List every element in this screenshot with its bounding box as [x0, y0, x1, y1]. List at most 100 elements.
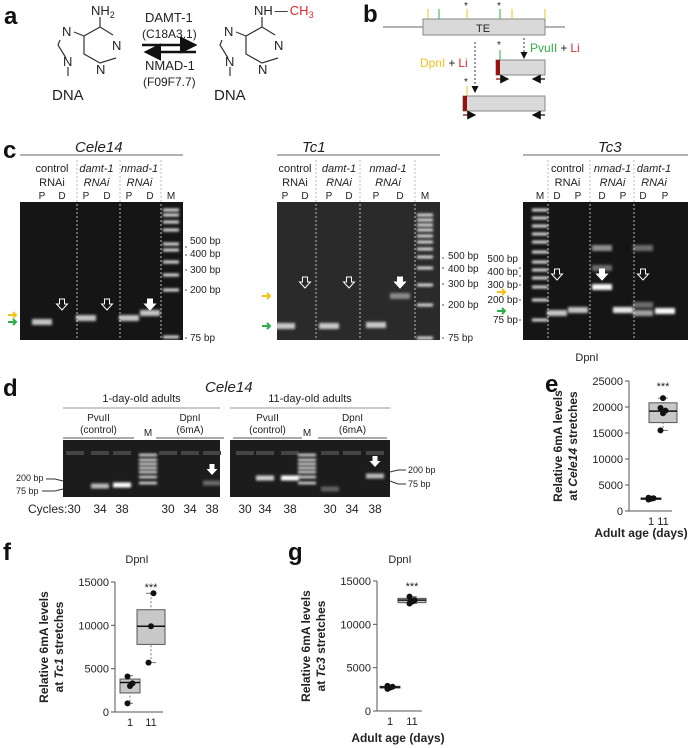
enzyme-label: DpnI: [179, 413, 200, 424]
pcr-band: [568, 307, 588, 313]
rnai-group-label: control: [278, 163, 311, 175]
dpni-band-arrow-icon: [8, 311, 18, 319]
gel-well: [159, 451, 177, 455]
ladder-band: [417, 283, 433, 287]
ladder-band: [532, 208, 548, 212]
rnai-group-label: RNAi: [326, 177, 352, 189]
lane-label: P: [83, 191, 90, 202]
pcr-band: [203, 480, 221, 486]
ladder-band: [139, 470, 157, 474]
x-tick-label: 1: [127, 717, 133, 729]
enzyme-label: DpnI: [342, 413, 363, 424]
pcr-band: [319, 323, 339, 329]
pvuii-band-arrow-icon: [8, 318, 18, 326]
y-tick-label: 5000: [85, 664, 109, 676]
ladder-band: [163, 248, 179, 252]
filled-arrow-icon: [206, 464, 218, 475]
enzyme-label: PvuII: [87, 413, 110, 424]
ladder-band: [417, 240, 433, 244]
gel-title: Cele14: [75, 139, 123, 156]
data-point: [150, 590, 157, 597]
bp-size-label: 75 bp: [16, 486, 39, 496]
cycle-number: 34: [345, 502, 359, 516]
pcr-band: [119, 315, 139, 321]
pcr-band: [390, 293, 410, 299]
open-arrow-icon: [298, 276, 312, 289]
rnai-group-label: control: [551, 163, 584, 175]
data-point: [411, 597, 418, 604]
ladder-band: [139, 458, 157, 462]
ladder-band: [532, 276, 548, 280]
bp-size-label: 200 bp: [448, 300, 479, 311]
panel-title: Cele14: [205, 379, 253, 396]
pcr-band: [592, 284, 612, 290]
gel-title: Tc1: [302, 139, 326, 156]
ladder-band: [532, 216, 548, 220]
data-point: [129, 680, 136, 687]
ladder-band: [139, 453, 157, 457]
ladder-band: [139, 466, 157, 470]
pcr-band: [366, 322, 386, 328]
y-axis-label: Relative 6mA levels: [299, 590, 313, 702]
cycle-number: 30: [323, 502, 337, 516]
ladder-band: [417, 247, 433, 251]
ladder-band: [417, 303, 433, 307]
x-axis-label: Adult age (days): [594, 526, 687, 540]
cycle-number: 34: [93, 502, 107, 516]
lane-label: P: [326, 191, 333, 202]
x-tick-label: 11: [145, 717, 156, 729]
gel-title: Tc3: [598, 139, 622, 156]
ring-atom: N: [63, 54, 72, 69]
dpni-band-arrow-icon: [262, 292, 272, 300]
gel-well: [366, 451, 384, 455]
ladder-band: [532, 240, 548, 244]
ladder-band: [139, 475, 157, 479]
data-point: [650, 495, 657, 502]
reverse-gene: (F09F7.7): [143, 75, 196, 89]
cycle-number: 30: [238, 502, 252, 516]
ladder-band: [163, 335, 179, 339]
age-group-label: 11-day-old adults: [268, 393, 352, 405]
enzyme-note: (control): [80, 425, 117, 436]
y-tick-label: 0: [617, 506, 623, 518]
bp-size-label: 400 bp: [190, 249, 221, 260]
enzyme-note: (control): [249, 425, 286, 436]
bp-size-label: 500 bp: [190, 236, 221, 247]
data-point: [389, 683, 396, 690]
lane-label: D: [103, 191, 110, 202]
pvuii-fragment: [495, 59, 546, 76]
ladder-band: [417, 336, 433, 340]
data-point: [660, 395, 666, 402]
amine-group: NH2: [91, 3, 115, 20]
methylated-site-star: *: [464, 1, 468, 12]
x-tick-label: 1: [648, 516, 654, 528]
age-group-label: 1-day-old adults: [102, 393, 181, 405]
dna-label: DNA: [52, 87, 84, 104]
pcr-band: [275, 323, 295, 329]
y-axis-label: at Tc3 stretches: [314, 600, 328, 691]
rnai-group-label: RNAi: [127, 177, 153, 189]
lane-label: P: [39, 191, 46, 202]
ladder-band: [298, 475, 316, 479]
reverse-enzyme: NMAD-1: [145, 58, 195, 73]
data-point: [662, 407, 669, 414]
gel-11-day: 11-day-old adultsPvuII(control)DpnI(6mA)…: [230, 393, 390, 516]
pcr-band: [76, 315, 96, 321]
ladder-band: [532, 318, 548, 322]
bp-size-label: 75 bp: [190, 333, 215, 344]
gel-well: [66, 451, 84, 455]
panel-a: a NH2 N N N N DNA DAMT-1 (C18A3.1) NMAD-…: [4, 3, 314, 104]
methylated-site-star: *: [464, 77, 468, 88]
rnai-group-label: RNAi: [555, 177, 581, 189]
rnai-group-label: RNAi: [282, 177, 308, 189]
open-arrow-icon: [636, 268, 650, 281]
pvuii-band-arrow-icon: [262, 322, 272, 330]
gel-image: [277, 202, 440, 340]
pcr-band: [633, 310, 653, 316]
gel-well: [203, 451, 221, 455]
dpni-li-label: DpnI+Li: [420, 56, 468, 70]
enzyme-label: PvuII: [256, 413, 279, 424]
bp-size-label: 200 bp: [190, 285, 221, 296]
